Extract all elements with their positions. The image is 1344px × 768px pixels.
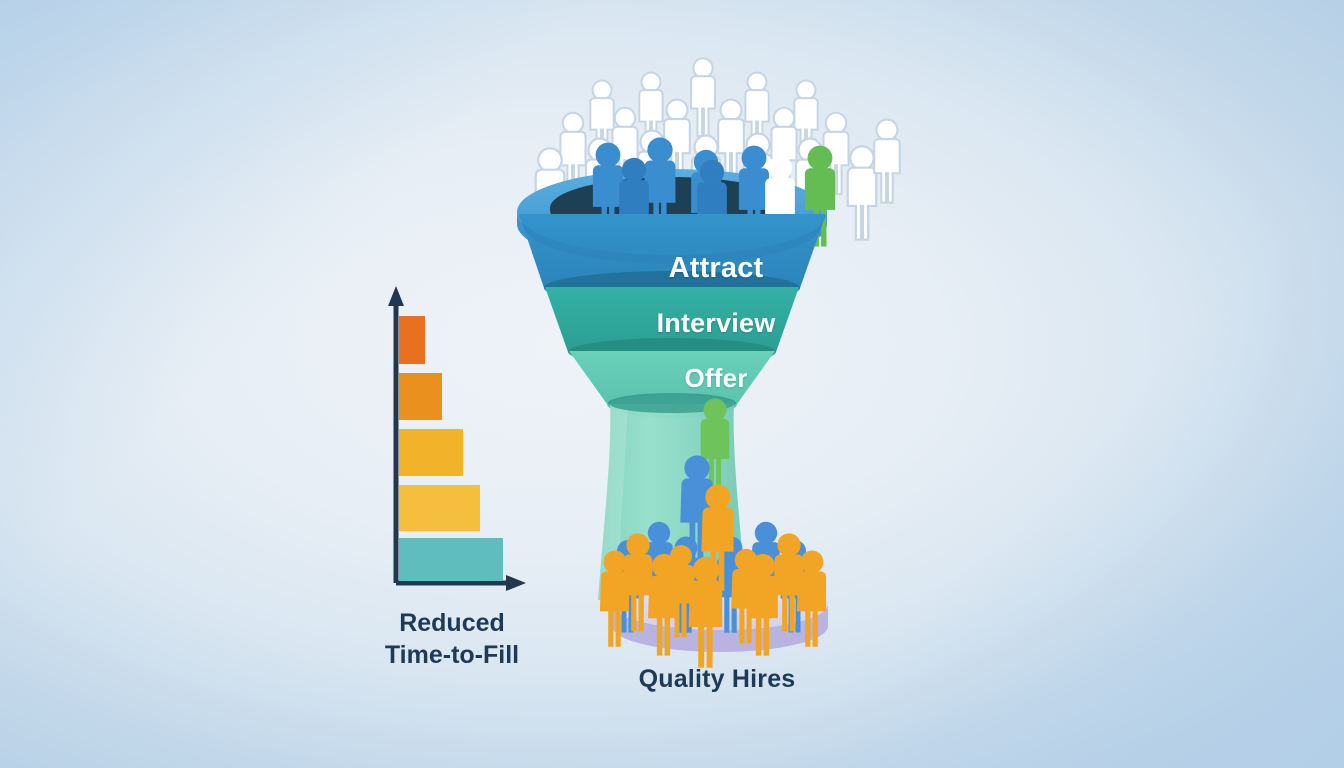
chart-axes [388,286,526,591]
hired-crowd-group [599,455,827,668]
bar-0 [399,316,425,364]
bar-1 [399,373,442,420]
metric-label-line2: Time-to-Fill [384,641,520,669]
chart-bars [399,316,503,581]
funnel-label-offer: Offer [684,363,748,393]
dropping-candidate-icon [700,398,730,495]
reduced-time-to-fill-label: Reduced Time-to-Fill [352,607,552,671]
quality-hires-label: Quality Hires [638,665,796,693]
metric-label-line1: Reduced [399,609,505,637]
bar-4 [399,538,503,581]
selected-applicant-icon [804,145,836,247]
bar-2 [399,429,463,476]
funnel-label-attract: Attract [668,252,764,284]
bar-3 [399,485,480,531]
funnel-label-interview: Interview [656,308,776,338]
